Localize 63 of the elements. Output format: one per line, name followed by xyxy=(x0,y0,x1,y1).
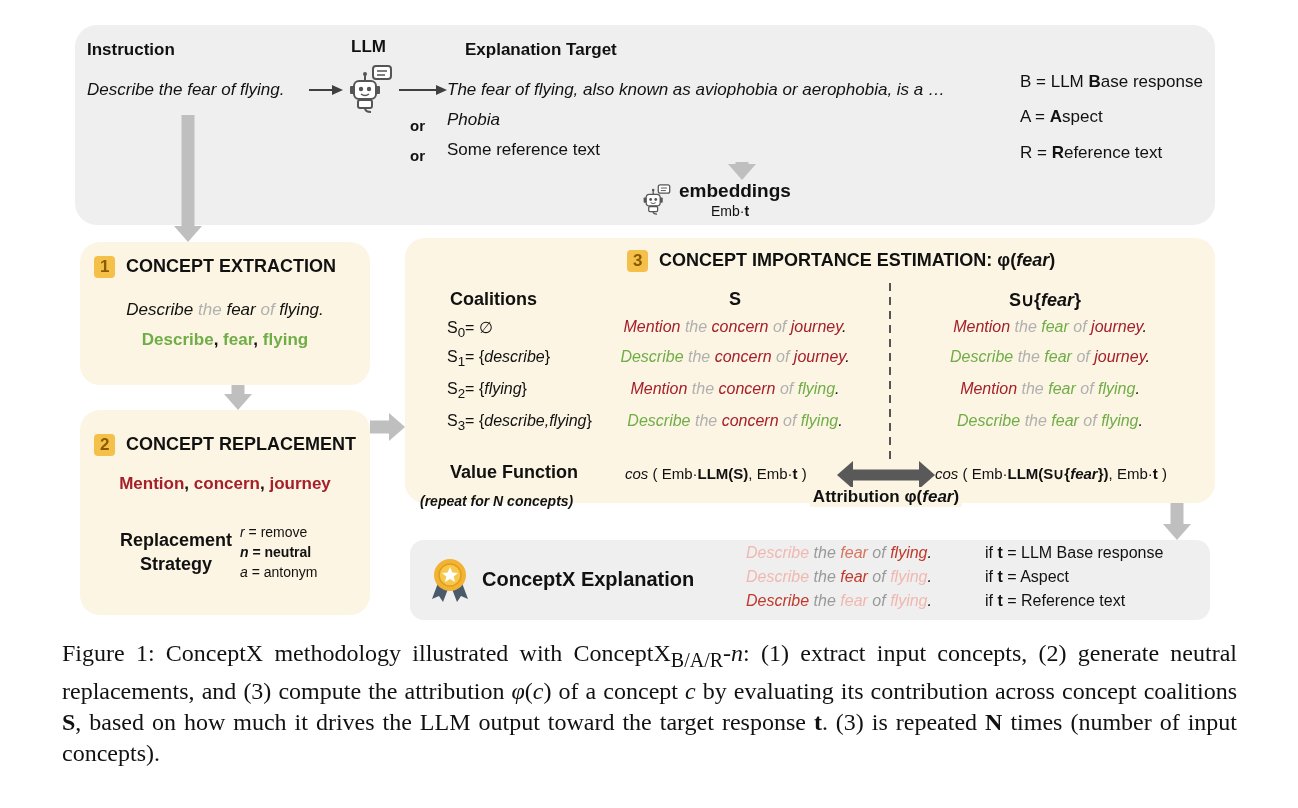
strategy-option: r = remove xyxy=(240,524,308,540)
heading: CONCEPT REPLACEMENT xyxy=(126,434,356,455)
connector-word: or xyxy=(410,147,425,164)
step-number: 1 xyxy=(94,256,116,278)
coalition-set: S$_{2}$= {flying} xyxy=(447,380,527,402)
heading: ConceptX Explanation xyxy=(482,568,695,591)
result-panel xyxy=(410,540,1210,620)
connector-word: or xyxy=(410,117,425,134)
formula: cos ( Emb·LLM(S∪{fear}), Emb·t ) xyxy=(935,465,1167,483)
input-panel xyxy=(75,25,1215,225)
heading: CONCEPT EXTRACTION xyxy=(126,256,336,277)
heading: Explanation Target xyxy=(465,40,617,60)
step-number: 3 xyxy=(627,250,649,272)
concept-list: Describe, fear, flying xyxy=(80,330,370,350)
edge-label: Attribution φ(fear) xyxy=(809,487,963,507)
target-text: The fear of flying, also known as aviophobia or aerophobia, is a … xyxy=(447,80,945,100)
arrow xyxy=(398,85,447,95)
target-text: Some reference text xyxy=(447,140,601,160)
heading: LLM xyxy=(351,37,386,57)
coalition-sentence: Describe the concern of flying. xyxy=(627,412,843,430)
condition-text: if t = Aspect xyxy=(985,568,1070,586)
coalition-set: S$_{1}$= {describe} xyxy=(447,348,551,370)
step-number: 2 xyxy=(94,434,116,456)
row-label: Value Function xyxy=(450,462,578,483)
column-header: S xyxy=(729,289,741,310)
concept-list: Mention, concern, journey xyxy=(80,474,370,494)
heading: embeddings xyxy=(679,180,791,202)
coalition-set: S$_{0}$= ∅ xyxy=(447,318,493,341)
arrow xyxy=(728,162,756,180)
note: (repeat for N concepts) xyxy=(420,493,574,509)
arrow xyxy=(308,85,343,95)
abbreviation-note: B = LLM Base response xyxy=(1020,72,1203,92)
target-text: Phobia xyxy=(447,110,500,130)
column-header: Coalitions xyxy=(450,289,537,310)
coalition-sentence: Mention the fear of flying. xyxy=(960,380,1140,398)
arrow xyxy=(1163,503,1191,540)
explanation-sentence: Describe the fear of flying. xyxy=(746,568,932,586)
instruction-text: Describe the fear of flying. xyxy=(87,80,285,100)
figure-caption: Figure 1: ConceptX methodology illustrated with ConceptX$_{B/A/R}$-n: (1) extract input concepts, (2) generate neutral replacements, and (3) compute the attribution φ(c) of a concept c by evaluating its contribution across concept coalitions S, based on how much it drives the LLM output toward the target response t. (3) is repeated N times (number of input concepts). xyxy=(62,639,1237,768)
abbreviation-note: R = Reference text xyxy=(1020,143,1163,163)
arrow xyxy=(370,413,405,441)
column-header: S∪{fear} xyxy=(1008,289,1082,311)
heading: CONCEPT IMPORTANCE ESTIMATION: φ(fear) xyxy=(659,250,1056,271)
arrow xyxy=(224,385,252,410)
explanation-sentence: Describe the fear of flying. xyxy=(746,544,932,562)
coalition-sentence: Mention the concern of flying. xyxy=(630,380,840,398)
strategy-label: Replacement Strategy xyxy=(118,529,233,576)
coalition-sentence: Describe the fear of flying. xyxy=(957,412,1143,430)
formula: Emb·t xyxy=(711,203,750,219)
heading: Instruction xyxy=(87,40,175,60)
strategy-option: n = neutral xyxy=(240,544,312,560)
example-sentence: Describe the fear of flying. xyxy=(125,300,325,320)
step-panel xyxy=(80,242,370,385)
abbreviation-note: A = Aspect xyxy=(1020,107,1103,127)
condition-text: if t = Reference text xyxy=(985,592,1126,610)
strategy-option: a = antonym xyxy=(240,564,318,580)
step-panel xyxy=(80,410,370,615)
formula: cos ( Emb·LLM(S), Emb·t ) xyxy=(625,465,807,482)
arrow xyxy=(174,115,202,242)
coalition-set: S$_{3}$= {describe,flying} xyxy=(447,412,592,434)
explanation-sentence: Describe the fear of flying. xyxy=(746,592,932,610)
condition-text: if t = LLM Base response xyxy=(985,544,1164,562)
arrow xyxy=(837,461,935,489)
